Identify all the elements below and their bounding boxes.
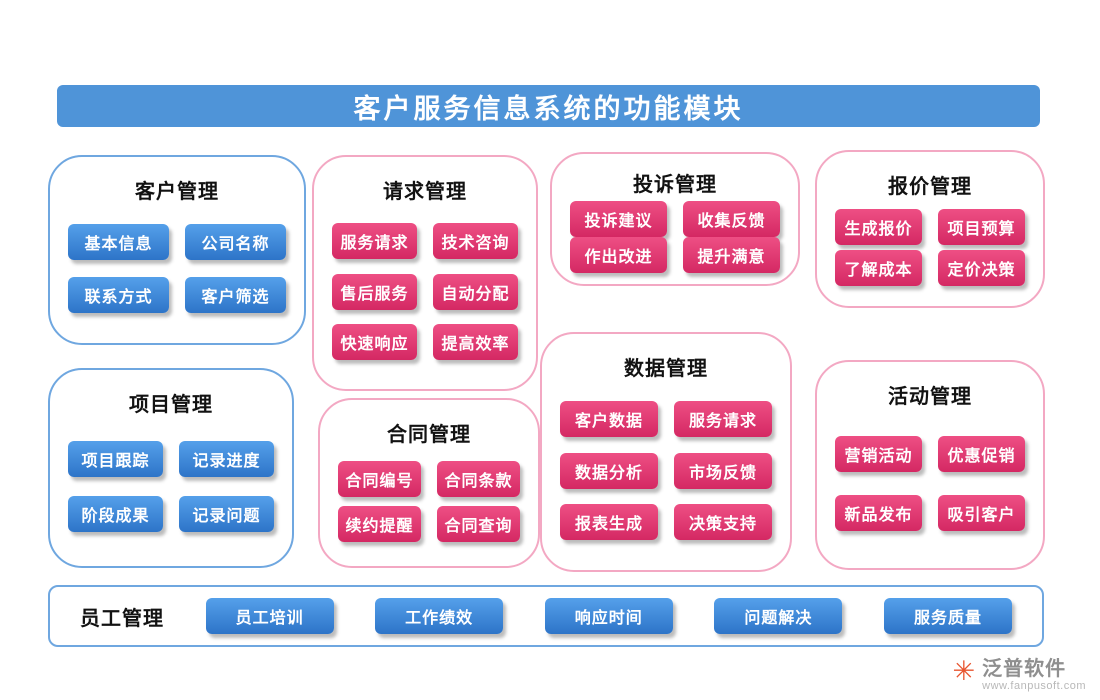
card-complaint-management: 投诉管理 投诉建议 收集反馈 作出改进 提升满意 xyxy=(550,152,800,286)
card-title: 项目管理 xyxy=(129,394,213,416)
button-renewal-reminder[interactable]: 续约提醒 xyxy=(338,506,421,543)
button-complaint-suggestion[interactable]: 投诉建议 xyxy=(570,201,667,237)
card-title: 活动管理 xyxy=(888,386,972,408)
button-response-time[interactable]: 响应时间 xyxy=(544,598,673,634)
button-company-name[interactable]: 公司名称 xyxy=(185,224,286,261)
card-title: 员工管理 xyxy=(80,607,164,630)
brand-name: 泛普软件 xyxy=(982,658,1067,680)
button-basic-info[interactable]: 基本信息 xyxy=(68,224,169,261)
card-customer-management: 客户管理 基本信息 公司名称 联系方式 客户筛选 xyxy=(48,155,306,345)
button-problem-solving[interactable]: 问题解决 xyxy=(714,598,843,634)
card-quotation-management: 报价管理 生成报价 项目预算 了解成本 定价决策 xyxy=(815,150,1045,308)
button-improve-satisfaction[interactable]: 提升满意 xyxy=(683,237,780,273)
button-contract-terms[interactable]: 合同条款 xyxy=(437,460,520,497)
button-make-improvement[interactable]: 作出改进 xyxy=(570,237,667,273)
button-generate-quote[interactable]: 生成报价 xyxy=(835,208,922,245)
button-customer-filter[interactable]: 客户筛选 xyxy=(185,276,286,313)
button-stage-results[interactable]: 阶段成果 xyxy=(68,496,163,533)
button-grid: 基本信息 公司名称 联系方式 客户筛选 xyxy=(68,208,286,329)
button-report-generation[interactable]: 报表生成 xyxy=(560,504,658,541)
button-record-progress[interactable]: 记录进度 xyxy=(179,440,274,477)
button-project-tracking[interactable]: 项目跟踪 xyxy=(68,440,163,477)
button-quick-response[interactable]: 快速响应 xyxy=(332,324,417,361)
card-request-management: 请求管理 服务请求 技术咨询 售后服务 自动分配 快速响应 提高效率 xyxy=(312,155,538,391)
button-marketing-activity[interactable]: 营销活动 xyxy=(835,436,922,472)
brand-url: www.fanpusoft.com xyxy=(982,680,1086,692)
button-after-sales[interactable]: 售后服务 xyxy=(332,273,417,310)
button-collect-feedback[interactable]: 收集反馈 xyxy=(683,201,780,237)
button-new-product-release[interactable]: 新品发布 xyxy=(835,495,922,531)
card-title: 报价管理 xyxy=(888,176,972,198)
card-title: 合同管理 xyxy=(387,424,471,446)
fanpu-logo-icon: ✳ xyxy=(952,656,976,686)
card-title: 数据管理 xyxy=(624,358,708,380)
button-market-feedback[interactable]: 市场反馈 xyxy=(674,452,772,489)
card-employee-management: 员工管理 员工培训 工作绩效 响应时间 问题解决 服务质量 xyxy=(48,585,1044,647)
button-contract-query[interactable]: 合同查询 xyxy=(437,506,520,543)
card-activity-management: 活动管理 营销活动 优惠促销 新品发布 吸引客户 xyxy=(815,360,1045,570)
button-know-cost[interactable]: 了解成本 xyxy=(835,250,922,287)
button-grid: 投诉建议 收集反馈 作出改进 提升满意 xyxy=(570,201,780,273)
button-decision-support[interactable]: 决策支持 xyxy=(674,504,772,541)
button-work-performance[interactable]: 工作绩效 xyxy=(375,598,504,634)
card-title: 客户管理 xyxy=(135,181,219,203)
button-record-issues[interactable]: 记录问题 xyxy=(179,496,274,533)
card-title: 请求管理 xyxy=(383,181,467,203)
button-employee-training[interactable]: 员工培训 xyxy=(205,598,334,634)
button-project-budget[interactable]: 项目预算 xyxy=(938,208,1025,245)
button-grid: 客户数据 服务请求 数据分析 市场反馈 报表生成 决策支持 xyxy=(560,385,772,556)
button-service-request[interactable]: 服务请求 xyxy=(332,222,417,259)
button-promotion[interactable]: 优惠促销 xyxy=(938,436,1025,472)
button-auto-assign[interactable]: 自动分配 xyxy=(433,273,518,310)
button-contract-number[interactable]: 合同编号 xyxy=(338,460,421,497)
button-customer-data[interactable]: 客户数据 xyxy=(560,400,658,437)
button-attract-customers[interactable]: 吸引客户 xyxy=(938,495,1025,531)
button-tech-consult[interactable]: 技术咨询 xyxy=(433,222,518,259)
brand-footer: ✳ 泛普软件 www.fanpusoft.com xyxy=(952,656,1087,693)
button-service-quality[interactable]: 服务质量 xyxy=(883,598,1012,634)
button-grid: 营销活动 优惠促销 新品发布 吸引客户 xyxy=(835,413,1025,554)
button-grid: 项目跟踪 记录进度 阶段成果 记录问题 xyxy=(68,421,274,552)
card-contract-management: 合同管理 合同编号 合同条款 续约提醒 合同查询 xyxy=(318,398,540,568)
button-contact-method[interactable]: 联系方式 xyxy=(68,276,169,313)
button-grid: 生成报价 项目预算 了解成本 定价决策 xyxy=(835,203,1025,292)
button-pricing-decision[interactable]: 定价决策 xyxy=(938,250,1025,287)
card-project-management: 项目管理 项目跟踪 记录进度 阶段成果 记录问题 xyxy=(48,368,294,568)
button-grid: 服务请求 技术咨询 售后服务 自动分配 快速响应 提高效率 xyxy=(332,208,518,375)
card-title: 投诉管理 xyxy=(633,174,717,196)
button-service-request[interactable]: 服务请求 xyxy=(674,400,772,437)
page-title: 客户服务信息系统的功能模块 xyxy=(57,85,1040,127)
button-grid: 合同编号 合同条款 续约提醒 合同查询 xyxy=(338,451,520,552)
button-improve-efficiency[interactable]: 提高效率 xyxy=(433,324,518,361)
card-data-management: 数据管理 客户数据 服务请求 数据分析 市场反馈 报表生成 决策支持 xyxy=(540,332,792,572)
button-data-analysis[interactable]: 数据分析 xyxy=(560,452,658,489)
